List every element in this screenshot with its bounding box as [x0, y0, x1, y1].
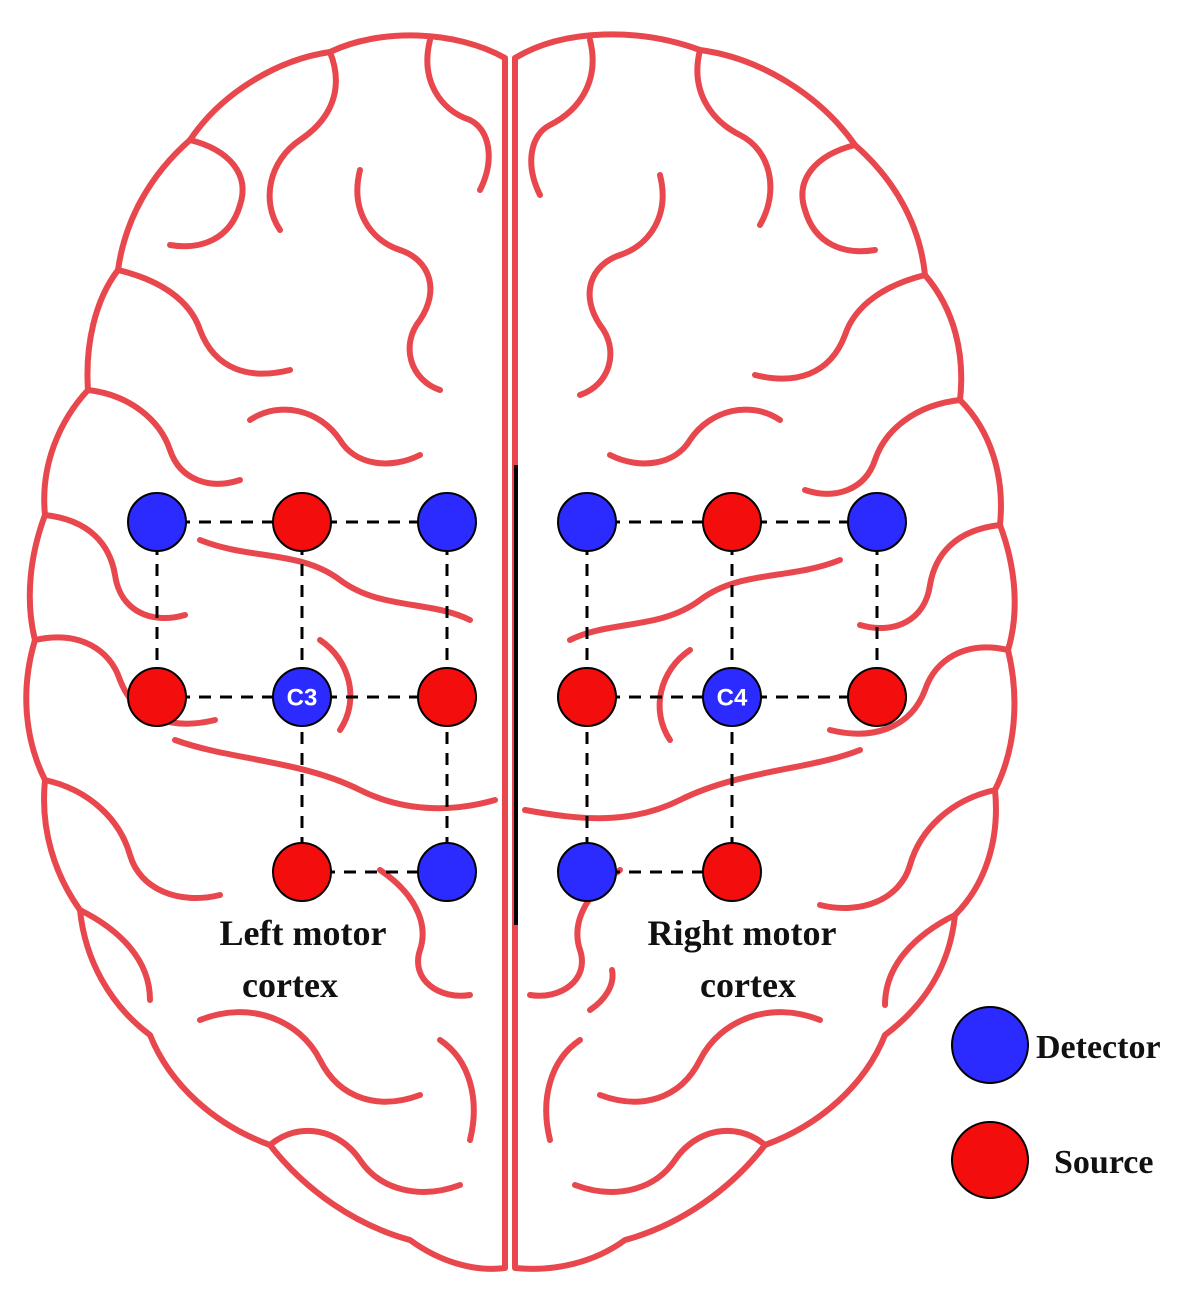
- sulcus: [802, 397, 963, 497]
- sulcus: [597, 1009, 823, 1105]
- sulcus: [85, 387, 243, 487]
- sulcus: [607, 406, 783, 467]
- left-source-optode: [417, 667, 477, 727]
- legend-detector-label: Detector: [1036, 1029, 1161, 1066]
- legend: Detector Source: [951, 1006, 1161, 1199]
- right-detector-optode: [557, 842, 617, 902]
- sulcus: [424, 37, 492, 193]
- sulcus: [437, 1037, 477, 1143]
- right-source-optode: [557, 667, 617, 727]
- legend-detector-swatch: [951, 1006, 1029, 1084]
- sulcus: [115, 267, 293, 377]
- sulcus: [572, 1127, 768, 1195]
- right-source-optode: [702, 492, 762, 552]
- sulcus: [167, 137, 246, 250]
- sulcus: [172, 737, 498, 812]
- sulcus: [247, 406, 423, 467]
- left-source-optode: [272, 842, 332, 902]
- left-detector-optode: [272, 667, 332, 727]
- sulcus: [577, 172, 666, 398]
- right-source-optode: [847, 667, 907, 727]
- sulcus: [377, 867, 473, 999]
- sulcus: [882, 912, 958, 1008]
- sulcus: [528, 37, 596, 198]
- left-detector-optode: [127, 492, 187, 552]
- sulcus: [827, 644, 1011, 737]
- left-region-label-line2: cortex: [242, 965, 338, 1005]
- sulcus: [799, 142, 878, 255]
- sulcus: [567, 557, 843, 643]
- left-detector-optode: [417, 492, 477, 552]
- sulcus: [354, 167, 443, 393]
- sulcus: [197, 1009, 423, 1105]
- sulcus: [42, 777, 223, 902]
- sulcus: [817, 787, 998, 912]
- left-source-optode: [272, 492, 332, 552]
- sulcus: [752, 272, 928, 382]
- left-detector-optode: [417, 842, 477, 902]
- sulcus: [77, 907, 153, 1003]
- right-detector-optode: [702, 667, 762, 727]
- sulcus: [543, 1037, 583, 1143]
- left-electrode-label: C3: [287, 685, 318, 712]
- right-region-label-line2: cortex: [700, 965, 796, 1005]
- right-region-label-line1: Right motor: [648, 913, 837, 953]
- sulcus: [266, 49, 339, 233]
- right-detector-optode: [847, 492, 907, 552]
- right-detector-optode: [557, 492, 617, 552]
- sulcus: [317, 637, 354, 733]
- sulcus: [587, 967, 616, 1013]
- left-region-label-line1: Left motor: [220, 913, 387, 953]
- sulcus: [656, 647, 693, 743]
- right-electrode-label: C4: [717, 685, 748, 712]
- left-source-optode: [127, 667, 187, 727]
- sulcus: [32, 634, 218, 727]
- sulcus: [267, 1127, 463, 1195]
- sulcus: [857, 522, 1003, 632]
- optode-grids: C3 C4: [127, 492, 907, 902]
- sulcus: [42, 512, 188, 622]
- sulcus: [522, 747, 863, 822]
- sulcus: [694, 47, 774, 228]
- right-source-optode: [702, 842, 762, 902]
- legend-source-swatch: [951, 1121, 1029, 1199]
- sulcus: [197, 537, 473, 623]
- legend-source-label: Source: [1054, 1144, 1153, 1181]
